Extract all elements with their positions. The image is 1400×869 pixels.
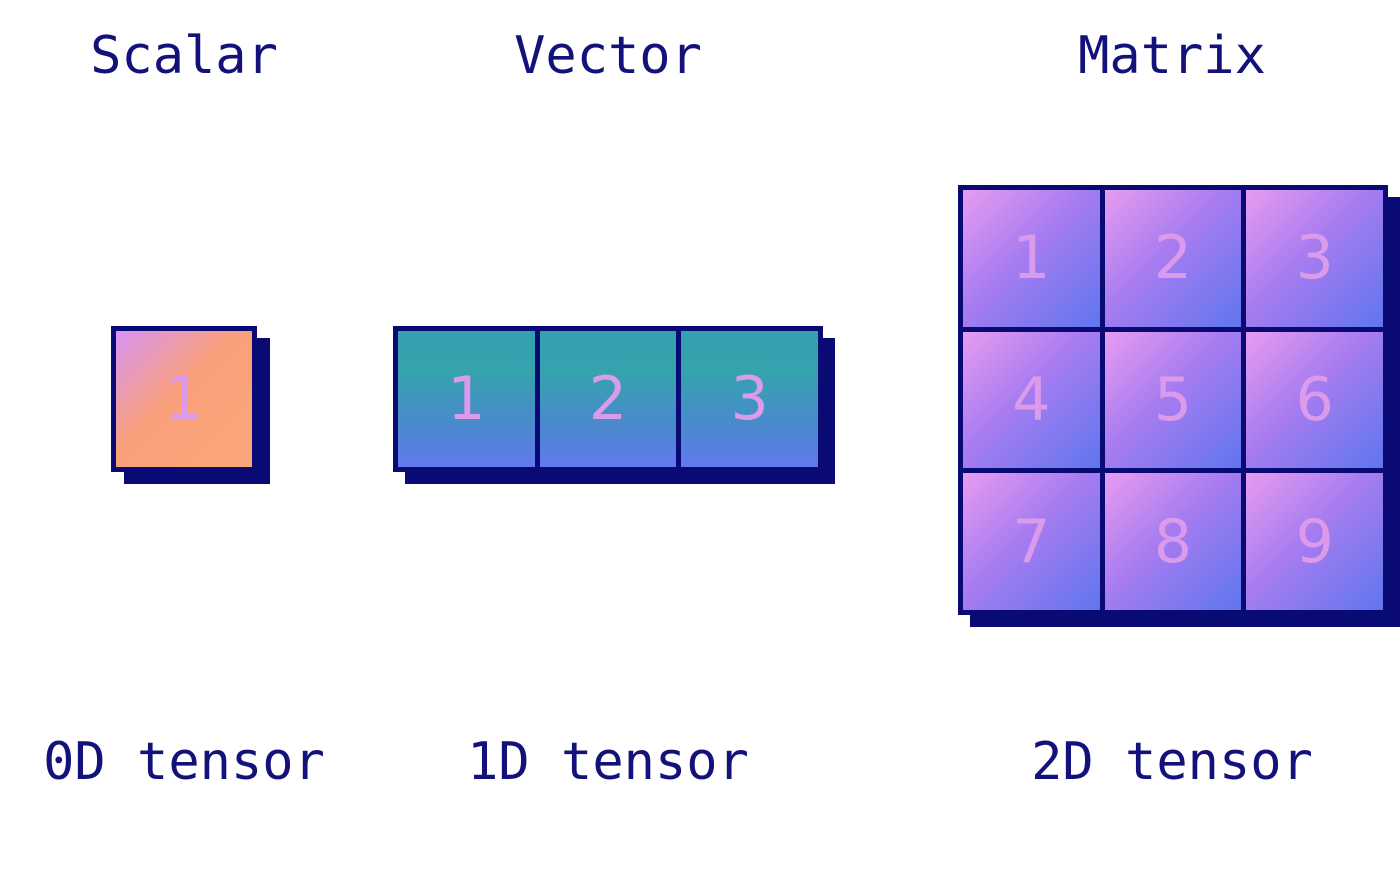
matrix-grid: 1 2 3 4 5 6 7 8 9 — [958, 185, 1388, 615]
vector-title: Vector — [514, 26, 702, 86]
vector-grid: 1 2 3 — [393, 326, 823, 472]
matrix-cell: 9 — [1246, 473, 1383, 610]
scalar-cell: 1 — [116, 331, 252, 467]
matrix-cell: 4 — [963, 331, 1100, 469]
matrix-cell: 7 — [963, 473, 1100, 610]
matrix-cell: 3 — [1246, 190, 1383, 327]
matrix-cell: 6 — [1246, 331, 1383, 469]
scalar-grid: 1 — [111, 326, 257, 472]
vector-cell: 3 — [681, 331, 818, 467]
matrix-cell: 8 — [1104, 473, 1242, 610]
matrix-caption: 2D tensor — [1031, 732, 1313, 792]
scalar-caption: 0D tensor — [43, 732, 325, 792]
matrix-cell: 5 — [1104, 331, 1242, 469]
vector-cell: 1 — [398, 331, 535, 467]
matrix-cell: 2 — [1104, 190, 1242, 327]
vector-caption: 1D tensor — [467, 732, 749, 792]
matrix-cell: 1 — [963, 190, 1100, 327]
vector-cell: 2 — [539, 331, 677, 467]
matrix-title: Matrix — [1078, 26, 1266, 86]
scalar-title: Scalar — [90, 26, 278, 86]
